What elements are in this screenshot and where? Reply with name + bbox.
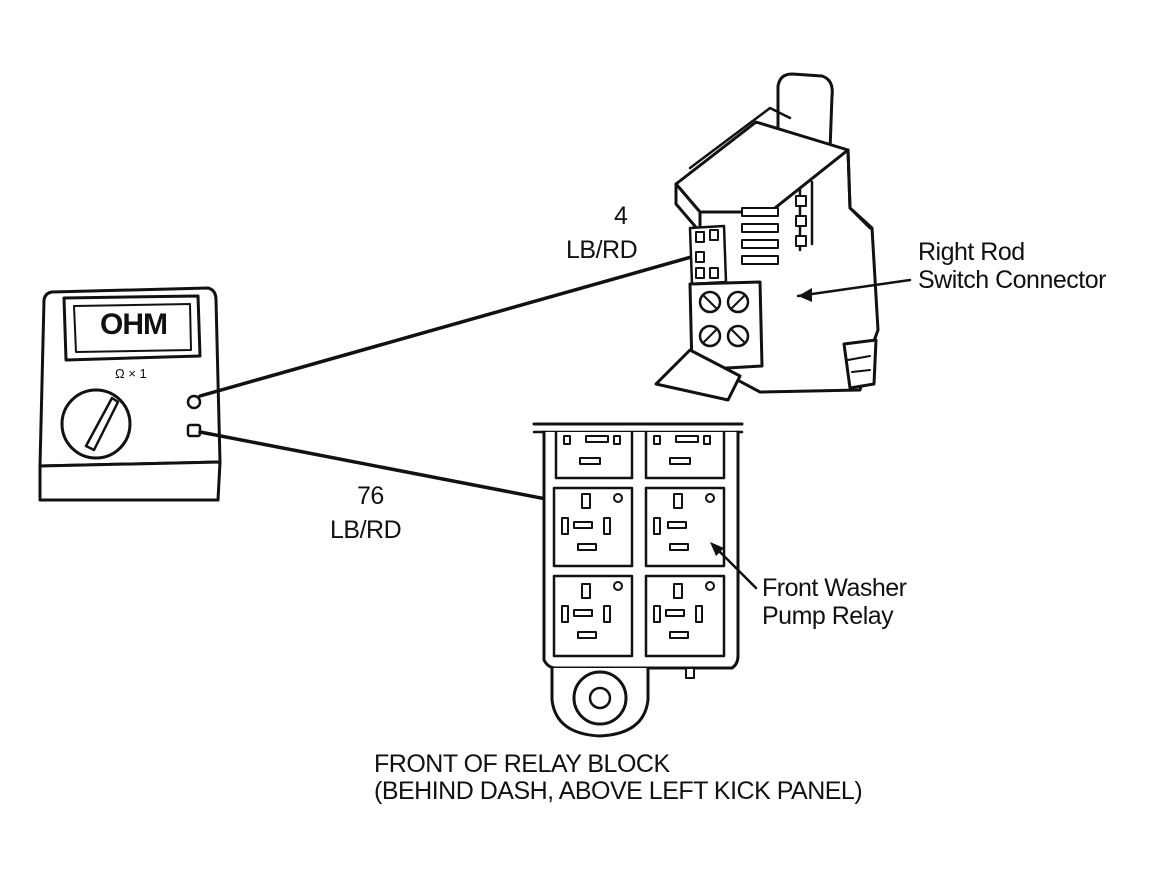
ohmmeter <box>38 286 222 502</box>
right-rod-switch-connector <box>654 72 912 402</box>
wire-bottom-circuit: 76 <box>357 482 384 510</box>
ohmmeter-jack-bottom <box>186 423 202 438</box>
connector-label-line1: Right Rod <box>918 238 1025 266</box>
meter-display-text: OHM <box>100 308 168 341</box>
meter-range-label: Ω × 1 <box>115 366 147 381</box>
test-lead-top <box>198 248 718 398</box>
relay-label-line1: Front Washer <box>762 574 907 602</box>
relay-block-caption-line2: (BEHIND DASH, ABOVE LEFT KICK PANEL) <box>374 777 863 805</box>
relay-label-line2: Pump Relay <box>762 602 894 630</box>
wire-top-color: LB/RD <box>566 236 638 264</box>
wire-top-circuit: 4 <box>614 202 628 230</box>
wire-bottom-color: LB/RD <box>330 516 402 544</box>
ohmmeter-jack-top <box>186 394 202 410</box>
relay-block-caption-line1: FRONT OF RELAY BLOCK <box>374 750 670 778</box>
relay-block <box>532 422 758 738</box>
ohmmeter-dial <box>60 388 132 460</box>
connector-label-line2: Switch Connector <box>918 266 1106 294</box>
